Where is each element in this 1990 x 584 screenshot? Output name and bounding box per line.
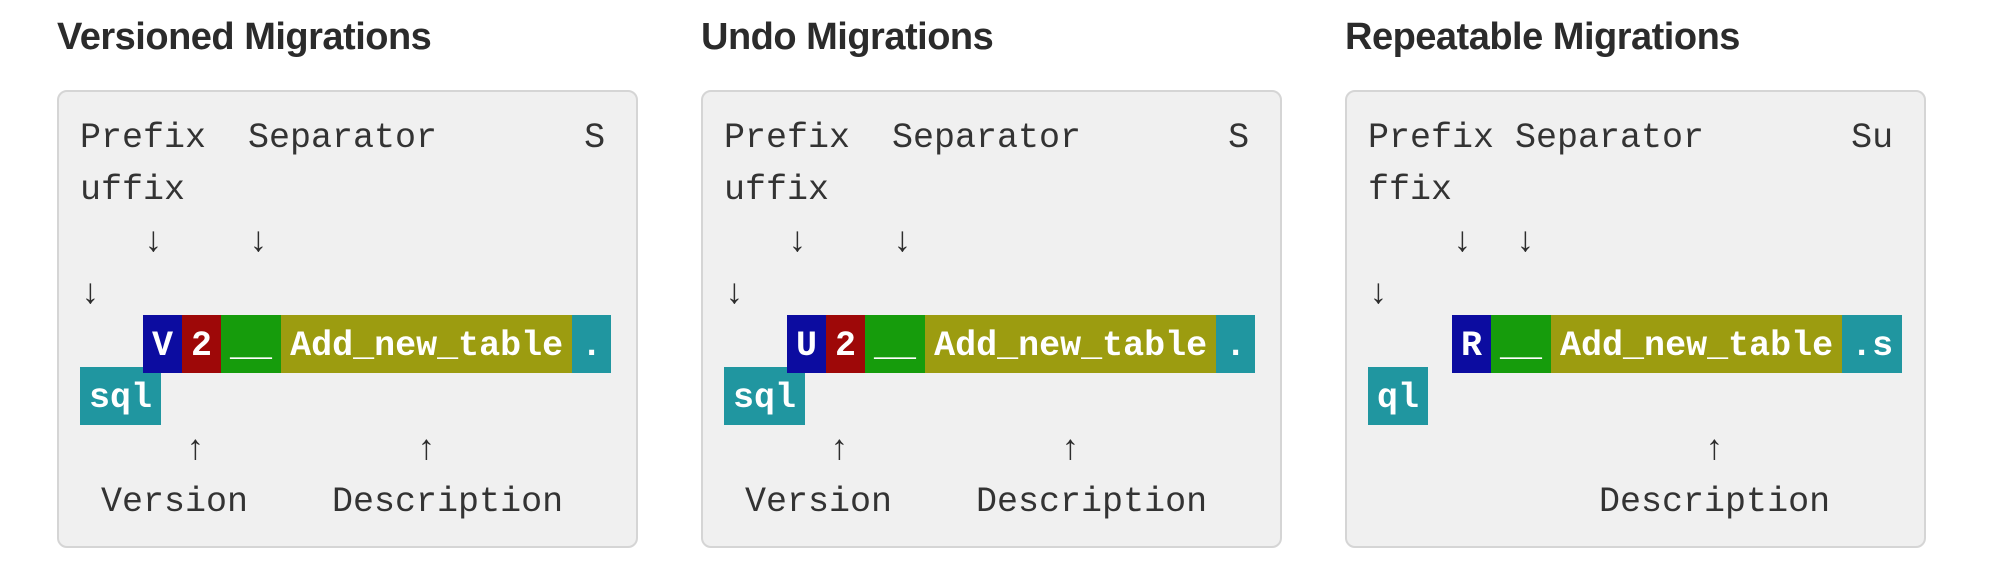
- description-up-arrow-icon: ↑: [1368, 430, 1726, 470]
- filename-bar: R__Add_new_table.s: [1368, 315, 1903, 373]
- version-segment: 2: [182, 315, 222, 373]
- suffix-segment: .: [572, 315, 612, 373]
- version-description-labels: Version Description: [80, 482, 564, 522]
- suffix-down-arrow-icon: ↓: [724, 274, 746, 314]
- version-segment: 2: [826, 315, 866, 373]
- filename-bar-wrap: sql: [80, 367, 615, 425]
- version-description-up-arrow-icons: ↑ ↑: [80, 430, 438, 470]
- filename-bar-wrap: sql: [724, 367, 1259, 425]
- description-segment: Add_new_table: [1551, 315, 1843, 373]
- suffix-segment: .s: [1842, 315, 1903, 373]
- suffix-label-wrap: uffix: [724, 170, 830, 210]
- suffix-wrap-segment: ql: [1368, 367, 1429, 425]
- description-segment: Add_new_table: [281, 315, 573, 373]
- suffix-down-arrow-icon: ↓: [80, 274, 102, 314]
- suffix-wrap-segment: sql: [724, 367, 806, 425]
- description-label: Description: [1368, 482, 1831, 522]
- panel-title: Undo Migrations: [701, 16, 994, 58]
- prefix-separator-down-arrow-icons: ↓ ↓: [724, 222, 914, 262]
- bar-indent: [80, 326, 143, 366]
- bar-indent: [1368, 326, 1452, 366]
- suffix-label-wrap: ffix: [1368, 170, 1453, 210]
- versioned-migrations-panel: Versioned Migrations Prefix Separator S …: [57, 14, 638, 548]
- separator-segment: __: [1491, 315, 1552, 373]
- version-description-labels: Version Description: [724, 482, 1208, 522]
- panel-title: Versioned Migrations: [57, 16, 432, 58]
- prefix-separator-down-arrow-icons: ↓ ↓: [80, 222, 270, 262]
- repeatable-migrations-panel: Repeatable Migrations Prefix Separator S…: [1345, 14, 1926, 548]
- separator-segment: __: [865, 315, 926, 373]
- suffix-wrap-segment: sql: [80, 367, 162, 425]
- version-description-up-arrow-icons: ↑ ↑: [724, 430, 1082, 470]
- filename-bar-wrap: ql: [1368, 367, 1903, 425]
- migration-naming-panels: Versioned Migrations Prefix Separator S …: [57, 14, 1926, 548]
- prefix-separator-down-arrow-icons: ↓ ↓: [1368, 222, 1537, 262]
- prefix-segment: R: [1452, 315, 1492, 373]
- filename-diagram-card: Prefix Separator Su ffix ↓ ↓ ↓ R__Add_ne…: [1345, 90, 1926, 548]
- undo-migrations-panel: Undo Migrations Prefix Separator S uffix…: [701, 14, 1282, 548]
- suffix-label-wrap: uffix: [80, 170, 186, 210]
- prefix-segment: U: [787, 315, 827, 373]
- suffix-down-arrow-icon: ↓: [1368, 274, 1390, 314]
- prefix-separator-suffix-labels: Prefix Separator Su: [1368, 118, 1894, 158]
- prefix-separator-suffix-labels: Prefix Separator S: [80, 118, 606, 158]
- prefix-separator-suffix-labels: Prefix Separator S: [724, 118, 1250, 158]
- separator-segment: __: [221, 315, 282, 373]
- panel-title: Repeatable Migrations: [1345, 16, 1740, 58]
- bar-indent: [724, 326, 787, 366]
- description-segment: Add_new_table: [925, 315, 1217, 373]
- suffix-segment: .: [1216, 315, 1256, 373]
- prefix-segment: V: [143, 315, 183, 373]
